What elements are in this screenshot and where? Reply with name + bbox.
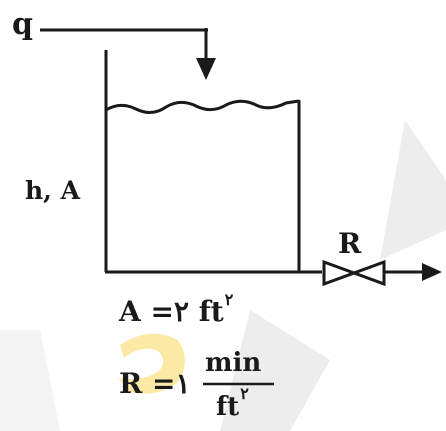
area-exponent: ۲ [224,290,234,309]
resistance-denominator-exponent: ۲ [240,384,249,403]
resistance-value: ۱ [175,367,191,400]
inflow-arrowhead [196,58,216,80]
watermark-shape-right [380,120,446,260]
area-equation: A =۲ ft۲ [119,292,233,328]
area-equals: = [150,295,174,328]
resistance-numerator: min [205,348,262,378]
resistance-denominator-unit: ft [216,392,240,422]
resistance-denominator: ft۲ [216,386,249,422]
resistance-lhs: R =۱ [119,370,191,398]
watermark-shape-left [0,330,60,431]
area-unit: ft [198,295,224,328]
valve-label: R [338,227,362,260]
valve-icon [322,259,386,287]
liquid-surface [105,99,300,114]
area-symbol: A [119,295,141,328]
resistance-symbol: R [119,367,143,400]
watermark-shape-bottom [220,310,330,431]
inflow-label: q [12,7,33,42]
outlet-arrowhead [422,263,442,281]
watermark-logo [118,333,185,394]
tank-label: h, A [25,176,80,205]
area-value: ۲ [173,295,189,328]
resistance-equals: = [152,367,176,400]
